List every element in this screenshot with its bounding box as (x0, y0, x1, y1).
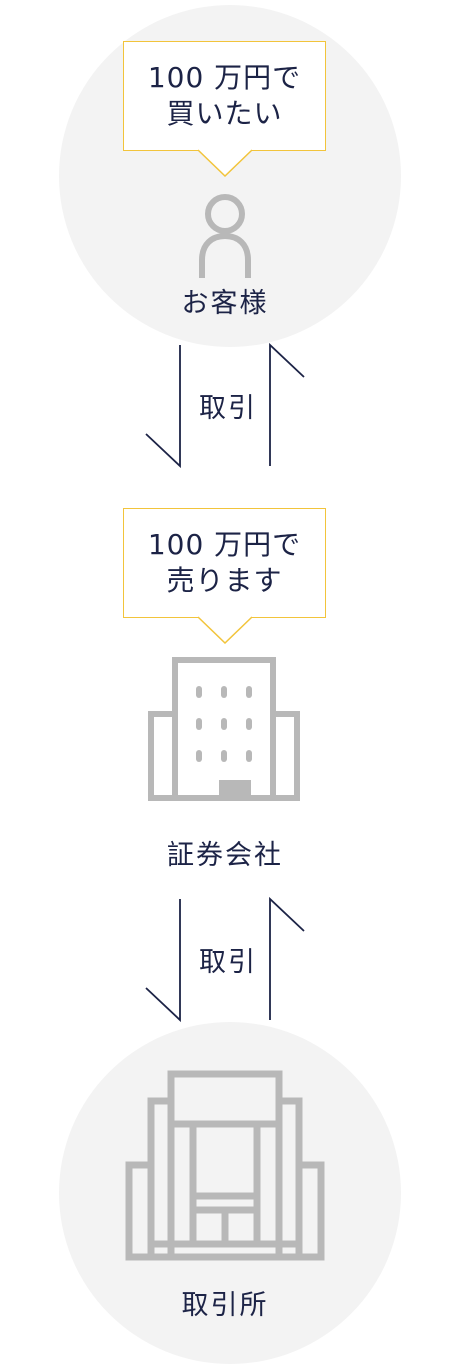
trade-label: 取引 (199, 393, 257, 424)
speech-tail (198, 616, 252, 644)
person-icon (199, 194, 251, 278)
speech-line: 100 万円で (147, 61, 302, 94)
securities-company-label: 証券会社 (167, 840, 283, 871)
trade-arrows (145, 896, 305, 1023)
exchange-building-icon (125, 1070, 325, 1261)
securities-speech-bubble: 100 万円で 売ります (123, 508, 326, 618)
trade-label: 取引 (199, 947, 257, 978)
speech-line: 買いたい (166, 97, 283, 130)
speech-tail (198, 149, 252, 177)
customer-label: お客様 (181, 288, 269, 319)
speech-line: 売ります (166, 564, 283, 597)
customer-speech-bubble: 100 万円で 買いたい (123, 41, 326, 151)
exchange-label: 取引所 (181, 1290, 269, 1321)
building-icon (148, 657, 300, 801)
speech-line: 100 万円で (147, 528, 302, 561)
trade-arrows (145, 342, 305, 469)
